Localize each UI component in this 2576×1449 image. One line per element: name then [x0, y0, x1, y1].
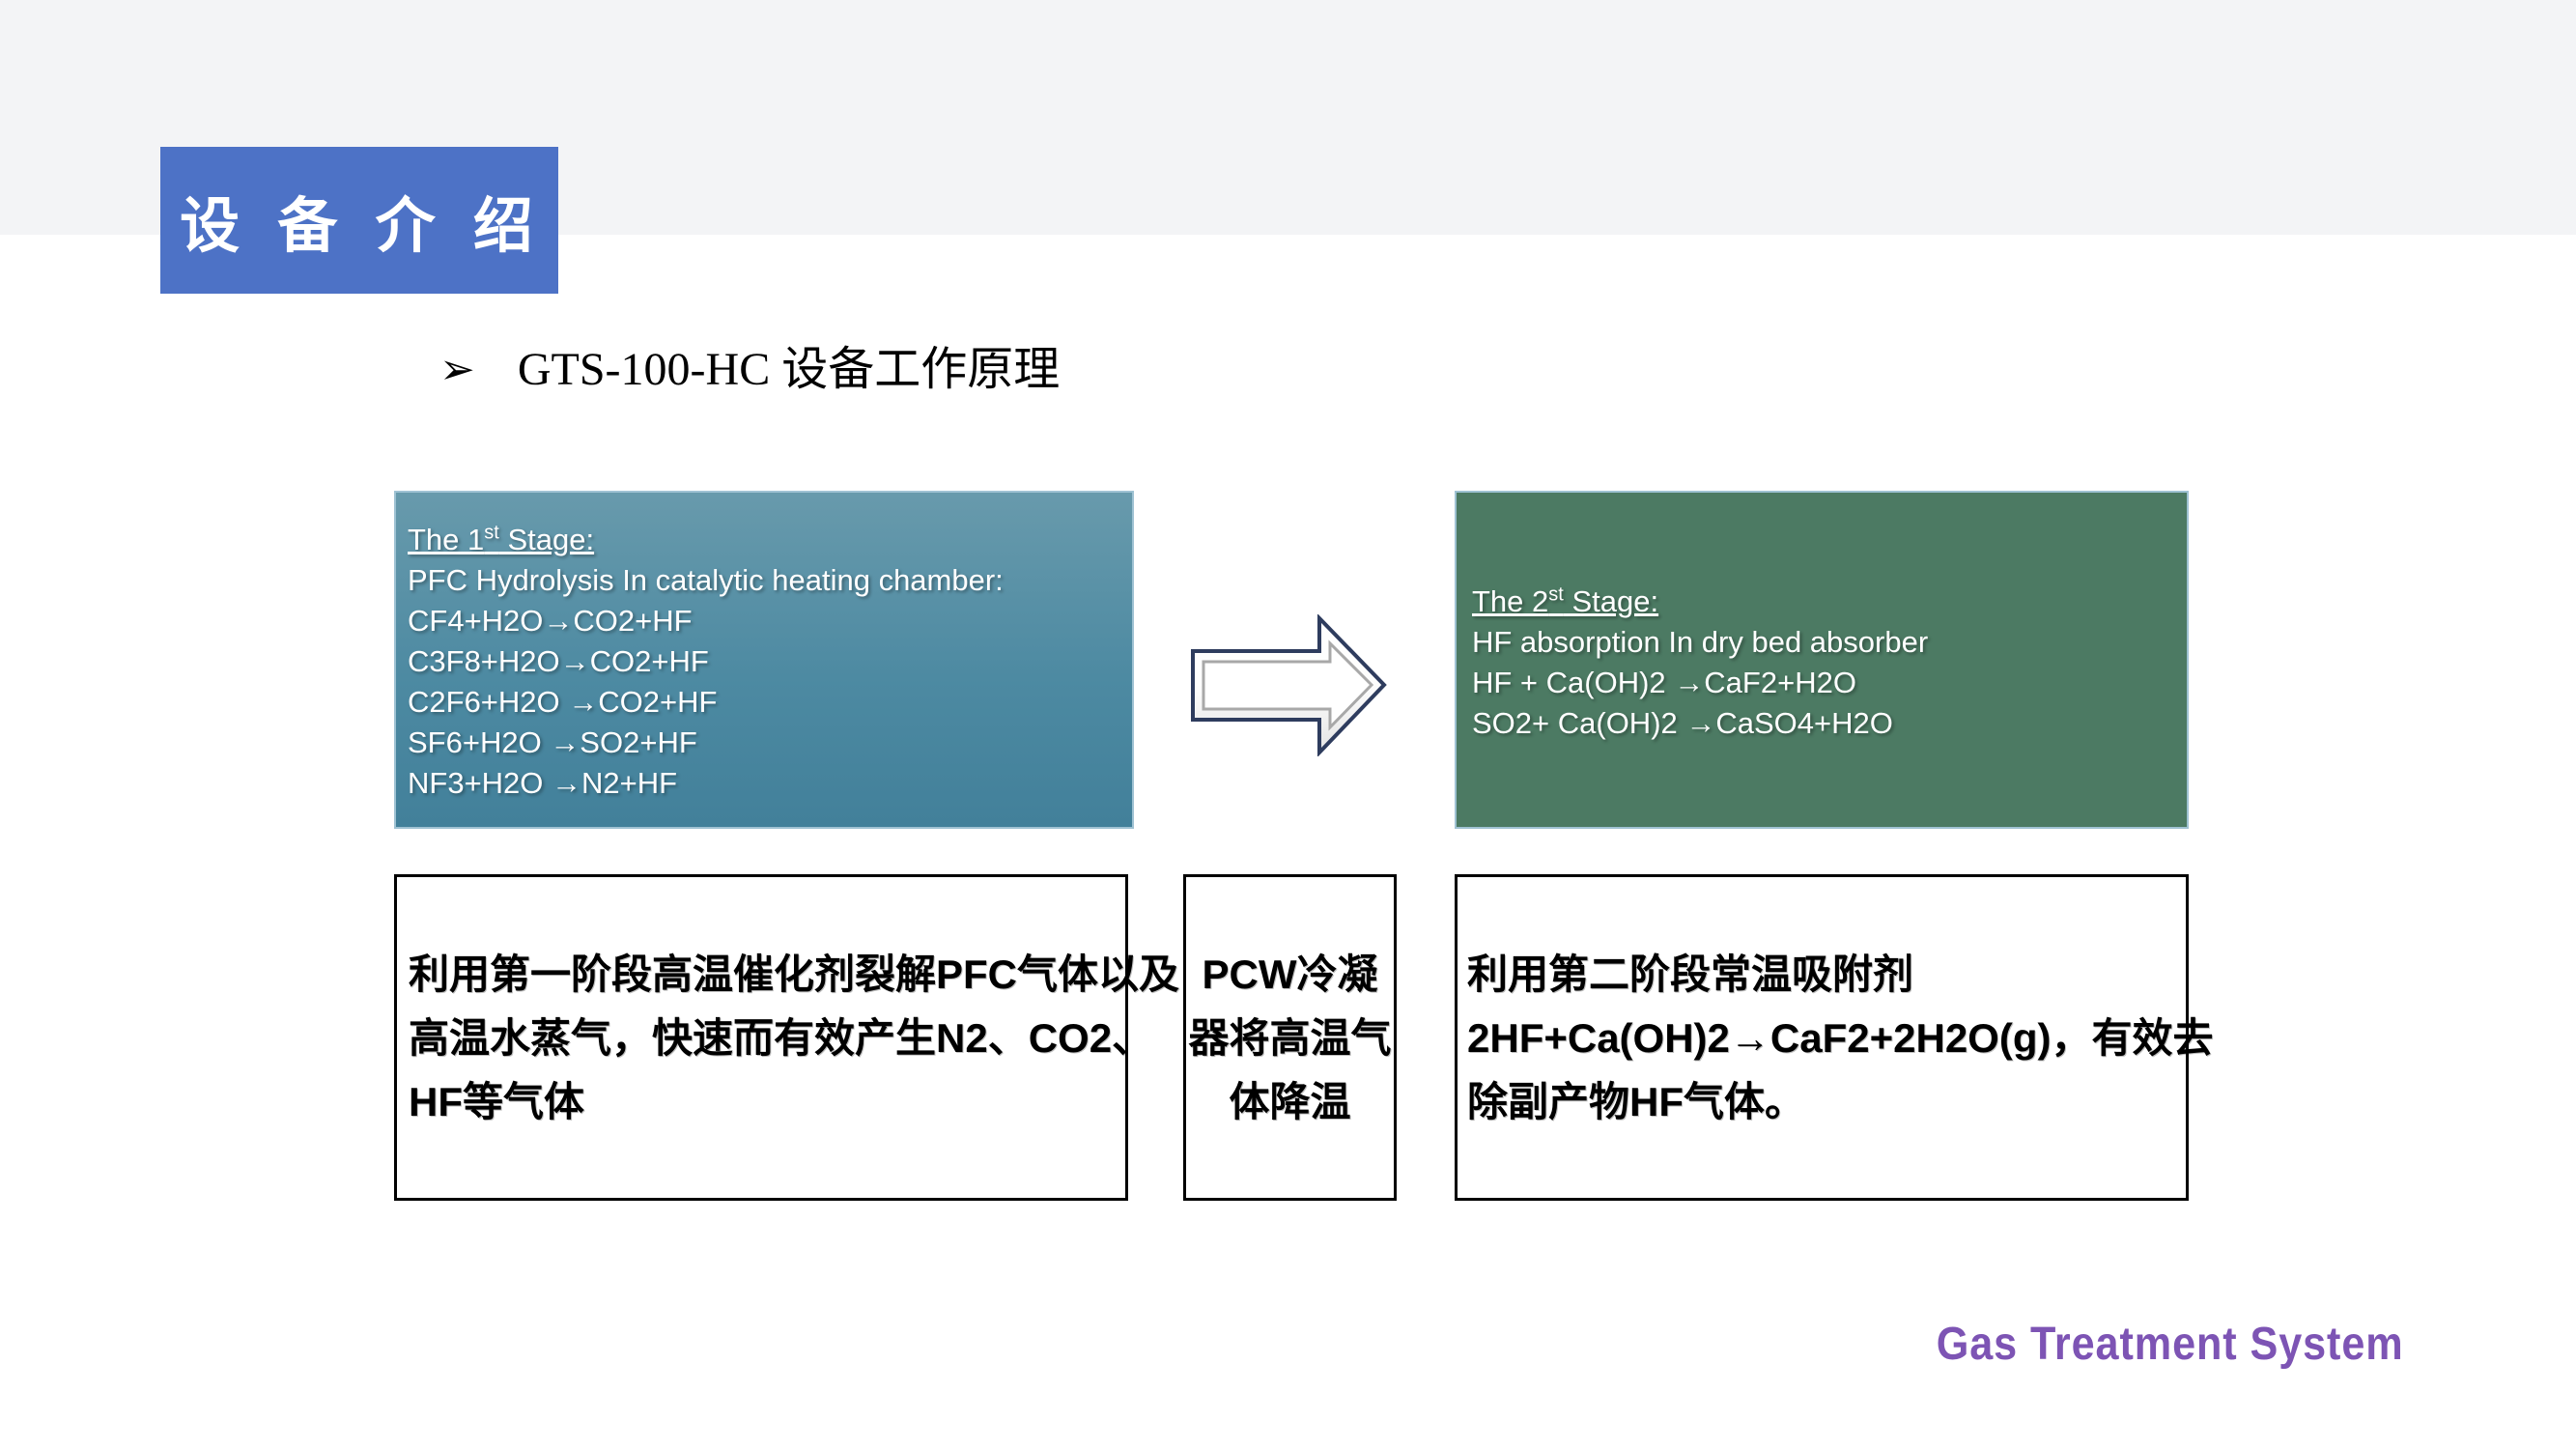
note-box-pcw-condenser: PCW冷凝器将高温气体降温 — [1183, 874, 1397, 1201]
stage2-equations: HF absorption In dry bed absorber HF + Ca… — [1472, 622, 2187, 744]
stage2-title-post: Stage: — [1563, 584, 1659, 618]
stage1-title-pre: The 1 — [408, 523, 485, 556]
stage1-title-post: Stage: — [498, 523, 595, 556]
stage1-title-sup: st — [484, 522, 499, 544]
stage2-title: The 2st Stage: — [1472, 582, 2187, 622]
text-line: 高温水蒸气，快速而有效产生N2、CO2、 — [409, 1015, 1153, 1061]
stage2-title-sup: st — [1548, 583, 1564, 606]
stage2-title-pre: The 2 — [1472, 584, 1549, 618]
text-line: 利用第一阶段高温催化剂裂解PFC气体以及 — [409, 952, 1180, 997]
text-line: PFC Hydrolysis In catalytic heating cham… — [408, 563, 1004, 597]
text-line: 2HF+Ca(OH)2→CaF2+2H2O(g)，有效去 — [1467, 1015, 2214, 1061]
stage2-box: The 2st Stage: HF absorption In dry bed … — [1455, 491, 2189, 829]
right-arrow-icon — [1191, 614, 1387, 756]
arrow-bullet-icon: ➢ — [439, 346, 475, 393]
note-box-stage1-description: 利用第一阶段高温催化剂裂解PFC气体以及高温水蒸气，快速而有效产生N2、CO2、… — [394, 874, 1180, 1201]
text-line: HF + Ca(OH)2 →CaF2+H2O — [1472, 666, 1856, 699]
text-line: 除副产物HF气体。 — [1467, 1079, 1805, 1124]
text-line: C2F6+H2O →CO2+HF — [408, 685, 718, 719]
slide-heading-text: GTS-100-HC 设备工作原理 — [517, 344, 1061, 395]
text-line: 器将高温气 — [1188, 1015, 1392, 1061]
text-line: CF4+H2O→CO2+HF — [408, 604, 693, 638]
text-line: NF3+H2O →N2+HF — [408, 766, 678, 800]
text-line: SO2+ Ca(OH)2 →CaSO4+H2O — [1472, 706, 1893, 740]
text-line: C3F8+H2O→CO2+HF — [408, 644, 709, 678]
section-title-box: 设 备 介 绍 — [160, 147, 558, 294]
text-line: SF6+H2O →SO2+HF — [408, 725, 697, 759]
text-line: PCW冷凝 — [1202, 952, 1378, 997]
stage1-title: The 1st Stage: — [408, 520, 1132, 560]
slide-heading: ➢ GTS-100-HC 设备工作原理 — [439, 340, 1060, 400]
section-title: 设 备 介 绍 — [180, 193, 539, 260]
stage1-box: The 1st Stage: PFC Hydrolysis In catalyt… — [394, 491, 1134, 829]
note-box-stage2-description: 利用第二阶段常温吸附剂 2HF+Ca(OH)2→CaF2+2H2O(g)，有效去除… — [1455, 874, 2214, 1201]
gas-treatment-system-logo: Gas Treatment System — [1937, 1319, 2404, 1370]
text-line: HF等气体 — [409, 1079, 584, 1124]
stage1-equations: PFC Hydrolysis In catalytic heating cham… — [408, 560, 1132, 804]
text-line: 利用第二阶段常温吸附剂 — [1467, 952, 1914, 997]
text-line: 体降温 — [1229, 1079, 1351, 1124]
text-line: HF absorption In dry bed absorber — [1472, 625, 1929, 659]
